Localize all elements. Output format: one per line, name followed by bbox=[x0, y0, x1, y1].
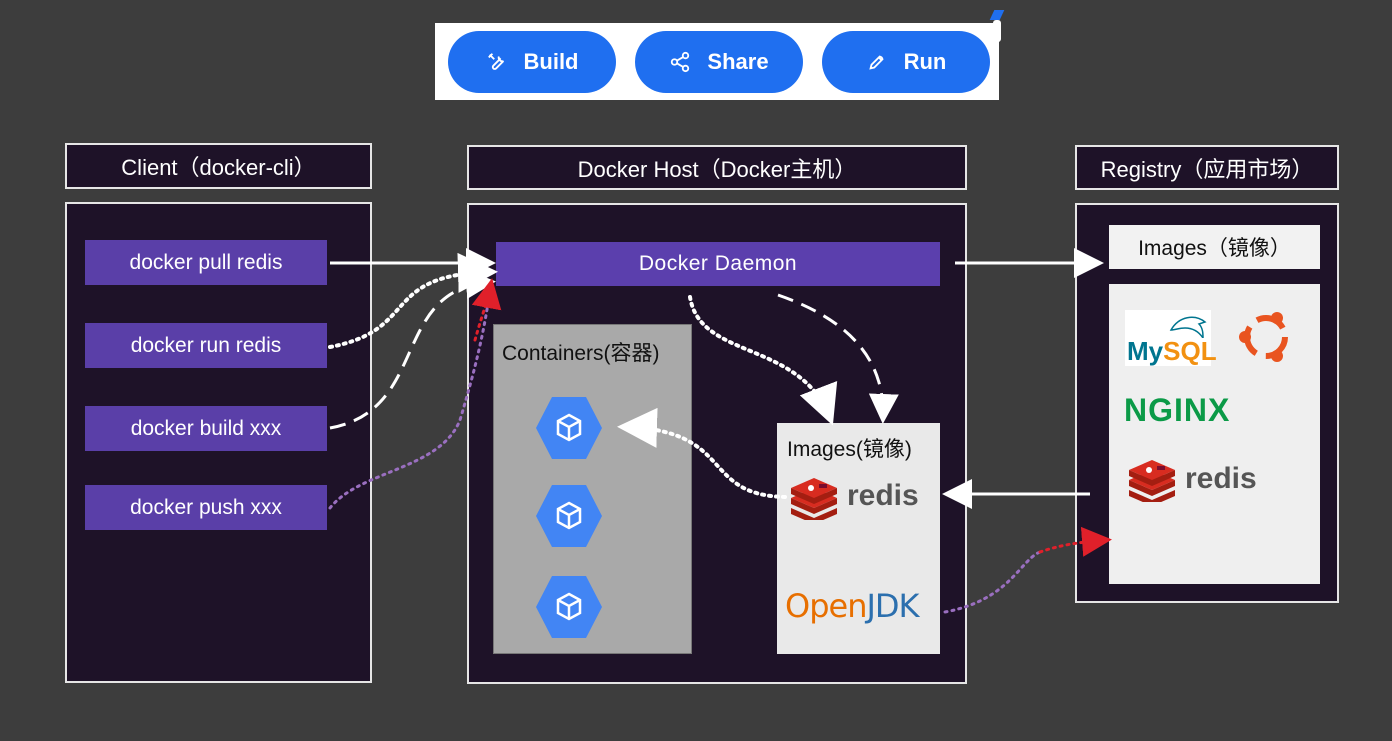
registry-header: Registry（应用市场） bbox=[1075, 145, 1339, 190]
share-button[interactable]: Share bbox=[635, 31, 803, 93]
run-label: Run bbox=[903, 49, 947, 74]
openjdk-logo-jdk: JDK bbox=[866, 587, 919, 625]
mysql-logo: MySQL bbox=[1125, 310, 1217, 366]
registry-logos-box: MySQL NGINX redis bbox=[1109, 284, 1320, 584]
openjdk-logo: OpenJDK bbox=[785, 587, 920, 625]
docker-daemon: Docker Daemon bbox=[496, 242, 940, 286]
client-header: Client（docker-cli） bbox=[65, 143, 372, 189]
mysql-logo-sql: SQL bbox=[1163, 336, 1217, 366]
registry-images-title: Images（镜像） bbox=[1109, 225, 1320, 269]
openjdk-logo-open: Open bbox=[785, 587, 867, 625]
client-title: Client（docker-cli） bbox=[121, 155, 316, 180]
rocket-icon bbox=[868, 55, 884, 70]
nginx-logo: NGINX bbox=[1124, 392, 1231, 428]
mysql-logo-my: My bbox=[1127, 336, 1164, 366]
containers-title: Containers(容器) bbox=[502, 342, 660, 365]
cmd-build: docker build xxx bbox=[85, 406, 327, 451]
run-button[interactable]: Run bbox=[822, 31, 990, 93]
containers-box: Containers(容器) bbox=[493, 324, 692, 654]
redis-logo-icon bbox=[791, 478, 837, 520]
daemon-label: Docker Daemon bbox=[638, 252, 798, 275]
host-redis-label: redis bbox=[847, 479, 919, 512]
dolphin-icon bbox=[1169, 316, 1207, 338]
cmd-build-label: docker build xxx bbox=[130, 416, 282, 440]
cmd-pull-label: docker pull redis bbox=[129, 250, 283, 274]
host-header: Docker Host（Docker主机） bbox=[467, 145, 967, 190]
cmd-push-label: docker push xxx bbox=[130, 495, 282, 519]
registry-images-title-label: Images（镜像） bbox=[1138, 237, 1291, 260]
registry-redis-label: redis bbox=[1185, 462, 1257, 495]
mysql-logo-text: MySQL bbox=[1127, 336, 1217, 367]
cursor-mark bbox=[989, 10, 1006, 42]
cmd-run: docker run redis bbox=[85, 323, 327, 368]
ubuntu-icon bbox=[1239, 312, 1288, 362]
container-icon bbox=[536, 397, 602, 459]
build-label: Build bbox=[523, 49, 579, 74]
container-icon bbox=[536, 576, 602, 638]
toolbar: Build Share Run bbox=[435, 23, 999, 100]
cmd-push: docker push xxx bbox=[85, 485, 327, 530]
host-title: Docker Host（Docker主机） bbox=[577, 156, 857, 182]
registry-title: Registry（应用市场） bbox=[1100, 156, 1314, 182]
share-icon bbox=[671, 51, 690, 73]
cmd-run-label: docker run redis bbox=[130, 333, 282, 357]
host-images-title: Images(镜像) bbox=[787, 438, 912, 461]
cmd-pull: docker pull redis bbox=[85, 240, 327, 285]
redis-logo-icon bbox=[1129, 460, 1175, 502]
wrench-icon bbox=[487, 53, 504, 70]
container-icon bbox=[536, 485, 602, 547]
build-button[interactable]: Build bbox=[448, 31, 616, 93]
host-images-box: Images(镜像) redis OpenJDK bbox=[777, 423, 940, 654]
share-label: Share bbox=[707, 49, 769, 74]
